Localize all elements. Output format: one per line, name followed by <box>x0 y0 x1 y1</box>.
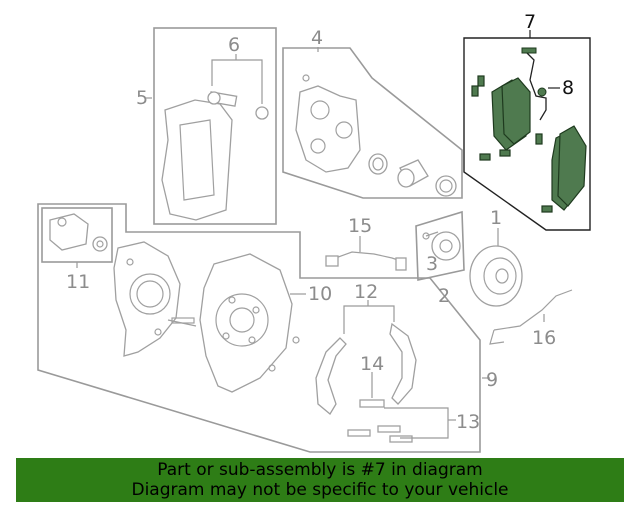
caliper-seal <box>368 153 388 175</box>
label-8: 8 <box>562 77 574 99</box>
group-11-wheel-cylinder <box>41 207 113 263</box>
label-1: 1 <box>490 207 502 229</box>
label-2: 2 <box>438 285 450 307</box>
label-7: 7 <box>524 11 536 33</box>
label-11: 11 <box>66 271 90 293</box>
inner-brake-pad <box>491 77 531 151</box>
steering-knuckle <box>113 241 197 357</box>
banner-line-1: Part or sub-assembly is #7 in diagram <box>157 460 483 480</box>
group-2-hub <box>415 210 465 281</box>
backing-plate <box>199 253 293 393</box>
outer-brake-pad <box>551 125 587 211</box>
label-12: 12 <box>354 281 378 303</box>
label-13: 13 <box>456 411 480 433</box>
group-4-caliper <box>282 47 463 199</box>
info-banner: Part or sub-assembly is #7 in diagram Di… <box>16 458 624 502</box>
banner-line-2: Diagram may not be specific to your vehi… <box>131 480 509 500</box>
brake-shoes <box>315 300 417 415</box>
bracket-bolt <box>207 91 238 107</box>
label-15: 15 <box>348 215 372 237</box>
label-9: 9 <box>486 369 498 391</box>
wear-sensor <box>521 47 547 121</box>
park-brake-cable <box>489 289 573 345</box>
fasteners <box>171 317 300 372</box>
bracket-bushing <box>255 106 269 120</box>
pad-clips <box>471 75 553 213</box>
group-7-pad-kit <box>463 30 591 231</box>
label-16: 16 <box>532 327 556 349</box>
caliper-piston <box>397 159 429 188</box>
label-6: 6 <box>228 34 240 56</box>
label-10: 10 <box>308 283 332 305</box>
label-3: 3 <box>426 253 438 275</box>
shoe-adjuster <box>359 372 385 408</box>
shoe-hardware <box>347 407 456 443</box>
label-4: 4 <box>311 27 323 49</box>
group-5-bracket <box>153 27 277 225</box>
caliper-body <box>295 74 361 173</box>
brake-rotor <box>469 228 523 307</box>
label-5: 5 <box>136 87 148 109</box>
caliper-boot <box>435 175 457 197</box>
brake-hose <box>325 236 407 271</box>
label-14: 14 <box>360 353 384 375</box>
